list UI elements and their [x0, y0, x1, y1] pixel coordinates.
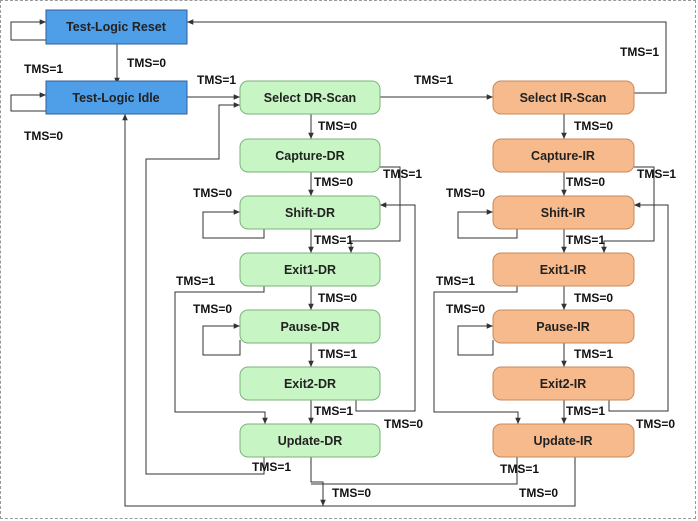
state-label-pause-dr: Pause-DR	[280, 320, 339, 334]
edge-shiftir-self	[457, 209, 518, 239]
label-capir-to-shiftir: TMS=0	[566, 175, 605, 189]
edge-exit2dr-to-shiftdr	[355, 202, 416, 412]
label-shiftdr-to-exit1dr: TMS=1	[314, 233, 353, 247]
label-shiftdr-self: TMS=0	[193, 186, 232, 200]
state-label-pause-ir: Pause-IR	[536, 320, 590, 334]
label-exit2dr-to-shiftdr: TMS=0	[384, 417, 423, 431]
label-shiftir-self: TMS=0	[446, 186, 485, 200]
state-label-update-ir: Update-IR	[533, 434, 592, 448]
edge-updateir-to-seldr	[311, 457, 518, 485]
state-box-update-dr	[239, 423, 381, 458]
state-box-idle	[45, 80, 188, 115]
state-label-cap-ir: Capture-IR	[531, 149, 595, 163]
edge-pausedr-self	[202, 323, 241, 356]
state-box-pause-dr	[239, 309, 381, 344]
label-capdr-to-exit1dr: TMS=1	[383, 167, 422, 181]
label-exit2ir-to-shiftir: TMS=0	[636, 417, 675, 431]
label-idle-to-seldr: TMS=1	[197, 73, 236, 87]
state-label-exit2-dr: Exit2-DR	[284, 377, 336, 391]
edge-capir-to-exit1ir	[601, 166, 655, 253]
state-box-tlr	[45, 9, 188, 45]
label-capdr-to-shiftdr: TMS=0	[314, 175, 353, 189]
label-updatedr-to-idle: TMS=0	[332, 486, 371, 500]
label-capir-to-exit1ir: TMS=1	[637, 167, 676, 181]
state-box-sel-ir	[492, 80, 635, 115]
state-box-cap-dr	[239, 138, 381, 173]
state-label-shift-ir: Shift-IR	[541, 206, 585, 220]
state-label-sel-ir: Select IR-Scan	[520, 91, 607, 105]
label-seldr-to-capdr: TMS=0	[318, 119, 357, 133]
state-label-shift-dr: Shift-DR	[285, 206, 335, 220]
state-box-exit2-ir	[492, 366, 635, 401]
label-exit1dr-to-pausedr: TMS=0	[318, 291, 357, 305]
label-exit2ir-to-updateir: TMS=1	[566, 404, 605, 418]
state-label-idle: Test-Logic Idle	[72, 91, 159, 105]
state-label-tlr: Test-Logic Reset	[66, 20, 167, 34]
state-box-update-ir	[492, 423, 635, 458]
label-selir-to-capir: TMS=0	[574, 119, 613, 133]
state-box-shift-ir	[492, 195, 635, 230]
edge-exit2ir-to-shiftir	[608, 202, 669, 412]
label-pauseir-self: TMS=0	[446, 302, 485, 316]
state-box-exit1-dr	[239, 252, 381, 287]
edge-shiftdr-self	[202, 209, 265, 239]
state-label-exit1-ir: Exit1-IR	[540, 263, 587, 277]
label-updatedr-to-seldr: TMS=1	[252, 460, 291, 474]
edge-capdr-to-exit1dr	[348, 166, 401, 253]
label-exit1dr-to-updatedr: TMS=1	[176, 274, 215, 288]
state-box-exit1-ir	[492, 252, 635, 287]
edge-updatedr-to-seldr	[145, 102, 265, 475]
label-idle-self: TMS=0	[24, 129, 63, 143]
label-exit2dr-to-updatedr: TMS=1	[314, 404, 353, 418]
state-box-sel-dr	[239, 80, 381, 115]
label-tlr-self: TMS=1	[24, 62, 63, 76]
label-updateir-to-idle: TMS=0	[519, 486, 558, 500]
state-box-cap-ir	[492, 138, 635, 173]
state-label-cap-dr: Capture-DR	[275, 149, 344, 163]
state-box-exit2-dr	[239, 366, 381, 401]
edge-exit1ir-to-updateir	[433, 286, 521, 424]
edge-tlr-self	[10, 19, 46, 41]
label-pausedr-self: TMS=0	[193, 302, 232, 316]
edge-selir-to-tlr	[187, 19, 667, 94]
label-pausedr-to-exit2dr: TMS=1	[318, 347, 357, 361]
state-label-sel-dr: Select DR-Scan	[264, 91, 356, 105]
label-exit1ir-to-updateir: TMS=1	[436, 274, 475, 288]
transition-labels: TMS=1 TMS=0 TMS=0 TMS=1 TMS=1 TMS=1 TMS=…	[24, 45, 676, 500]
edge-updatedr-to-idle	[310, 457, 326, 506]
state-label-exit2-ir: Exit2-IR	[540, 377, 587, 391]
label-tlr-to-idle: TMS=0	[127, 56, 166, 70]
state-box-pause-ir	[492, 309, 635, 344]
label-seldr-to-selir: TMS=1	[414, 73, 453, 87]
state-label-update-dr: Update-DR	[278, 434, 343, 448]
label-selir-to-tlr: TMS=1	[620, 45, 659, 59]
label-pauseir-to-exit2ir: TMS=1	[574, 347, 613, 361]
label-exit1ir-to-pauseir: TMS=0	[574, 291, 613, 305]
edge-exit1dr-to-updatedr	[174, 286, 268, 424]
edge-idle-self	[10, 92, 46, 112]
edge-updateir-to-idle	[122, 114, 576, 507]
states: Test-Logic Reset Test-Logic Idle Select …	[45, 9, 635, 458]
label-updateir-to-seldr: TMS=1	[500, 462, 539, 476]
state-label-exit1-dr: Exit1-DR	[284, 263, 336, 277]
state-box-shift-dr	[239, 195, 381, 230]
edge-pauseir-self	[457, 323, 494, 356]
transitions	[10, 19, 669, 507]
label-shiftir-to-exit1ir: TMS=1	[566, 233, 605, 247]
